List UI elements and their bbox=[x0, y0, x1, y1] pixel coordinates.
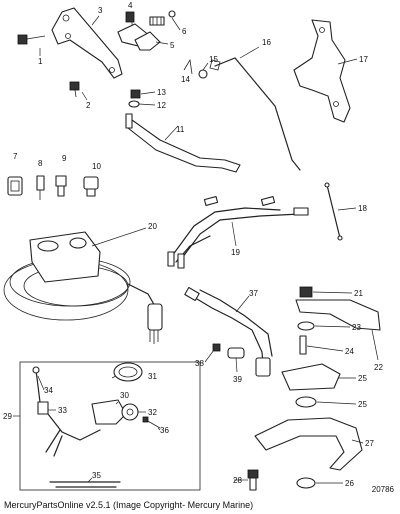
callout-13: 13 bbox=[157, 88, 166, 97]
part-11-link-arm[interactable] bbox=[125, 113, 241, 173]
callout-20: 20 bbox=[148, 222, 157, 231]
part-2-screw[interactable] bbox=[69, 81, 80, 98]
callout-28: 28 bbox=[233, 476, 242, 485]
callout-12: 12 bbox=[157, 101, 166, 110]
copyright-footer: MercuryPartsOnline v2.5.1 (Image Copyrig… bbox=[4, 500, 254, 510]
part-18-cable[interactable] bbox=[324, 182, 343, 241]
part-20-switch-harness[interactable] bbox=[3, 231, 163, 344]
callout-39: 39 bbox=[233, 375, 242, 384]
callout-2: 2 bbox=[86, 101, 91, 110]
callout-34: 34 bbox=[44, 386, 53, 395]
part-25-washer[interactable] bbox=[295, 396, 317, 408]
callout-31: 31 bbox=[148, 372, 157, 381]
part-23-washer[interactable] bbox=[297, 321, 315, 331]
callout-38: 38 bbox=[195, 359, 204, 368]
callout-22: 22 bbox=[374, 363, 383, 372]
callout-17: 17 bbox=[359, 55, 368, 64]
part-35-leads[interactable] bbox=[49, 481, 121, 488]
part-8-terminal[interactable] bbox=[36, 175, 45, 200]
part-15-washer[interactable] bbox=[198, 69, 208, 79]
part-29-kit-box bbox=[19, 361, 201, 491]
part-7-clip[interactable] bbox=[7, 176, 23, 196]
callout-30: 30 bbox=[120, 391, 129, 400]
callout-33: 33 bbox=[58, 406, 67, 415]
callout-21: 21 bbox=[354, 289, 363, 298]
part-39-bracket[interactable] bbox=[227, 347, 245, 359]
part-19-harness[interactable] bbox=[167, 195, 309, 269]
callout-19: 19 bbox=[231, 248, 240, 257]
callout-11: 11 bbox=[176, 125, 185, 134]
callout-35: 35 bbox=[92, 471, 101, 480]
part-10-bolt[interactable] bbox=[83, 176, 99, 197]
callout-15: 15 bbox=[209, 55, 218, 64]
part-38-screw[interactable] bbox=[212, 343, 221, 352]
part-1-screw[interactable] bbox=[17, 34, 46, 45]
part-12-washer[interactable] bbox=[128, 100, 140, 108]
part-5-lever[interactable] bbox=[134, 31, 161, 51]
part-6-spring[interactable] bbox=[149, 16, 165, 26]
callout-27: 27 bbox=[365, 439, 374, 448]
part-22-lever[interactable] bbox=[295, 299, 381, 331]
callout-29: 29 bbox=[3, 412, 12, 421]
part-32-bracket[interactable] bbox=[121, 403, 139, 421]
callout-23: 23 bbox=[352, 323, 361, 332]
callout-32: 32 bbox=[148, 408, 157, 417]
callout-36: 36 bbox=[160, 426, 169, 435]
callout-7: 7 bbox=[13, 152, 18, 161]
callout-14: 14 bbox=[181, 75, 190, 84]
callout-18: 18 bbox=[358, 204, 367, 213]
part-6-screw[interactable] bbox=[168, 10, 176, 18]
part-34-harness[interactable] bbox=[32, 366, 101, 457]
callout-24: 24 bbox=[345, 347, 354, 356]
callout-25b: 25 bbox=[358, 400, 367, 409]
part-37-harness[interactable] bbox=[184, 286, 273, 377]
part-31-sleeve[interactable] bbox=[113, 362, 143, 382]
callout-10: 10 bbox=[92, 162, 101, 171]
part-25-plate[interactable] bbox=[281, 363, 341, 391]
callout-5: 5 bbox=[170, 41, 175, 50]
part-36-screw[interactable] bbox=[142, 416, 161, 429]
part-16-rod[interactable] bbox=[209, 57, 301, 171]
part-21-nut[interactable] bbox=[299, 286, 313, 298]
callout-6: 6 bbox=[182, 27, 187, 36]
part-13-screw[interactable] bbox=[130, 89, 141, 99]
part-9-fitting[interactable] bbox=[55, 175, 67, 197]
callout-9: 9 bbox=[62, 154, 67, 163]
part-28-screw[interactable] bbox=[247, 469, 259, 491]
callout-26: 26 bbox=[345, 479, 354, 488]
part-26-washer[interactable] bbox=[296, 477, 316, 489]
callout-4: 4 bbox=[128, 1, 133, 10]
part-14-pin[interactable] bbox=[183, 58, 193, 75]
callout-16: 16 bbox=[262, 38, 271, 47]
callout-3: 3 bbox=[98, 6, 103, 15]
callout-8: 8 bbox=[38, 159, 43, 168]
callout-1: 1 bbox=[38, 57, 43, 66]
part-30-switch[interactable] bbox=[91, 399, 127, 425]
callout-25a: 25 bbox=[358, 374, 367, 383]
figure-code: 20786 bbox=[371, 485, 394, 494]
part-3-throttle-arm[interactable] bbox=[51, 7, 123, 79]
part-24-pin[interactable] bbox=[299, 335, 307, 355]
part-27-cam-plate[interactable] bbox=[254, 417, 363, 471]
callout-37: 37 bbox=[249, 289, 258, 298]
part-17-bracket[interactable] bbox=[293, 19, 351, 123]
part-33-connector[interactable] bbox=[37, 401, 49, 415]
